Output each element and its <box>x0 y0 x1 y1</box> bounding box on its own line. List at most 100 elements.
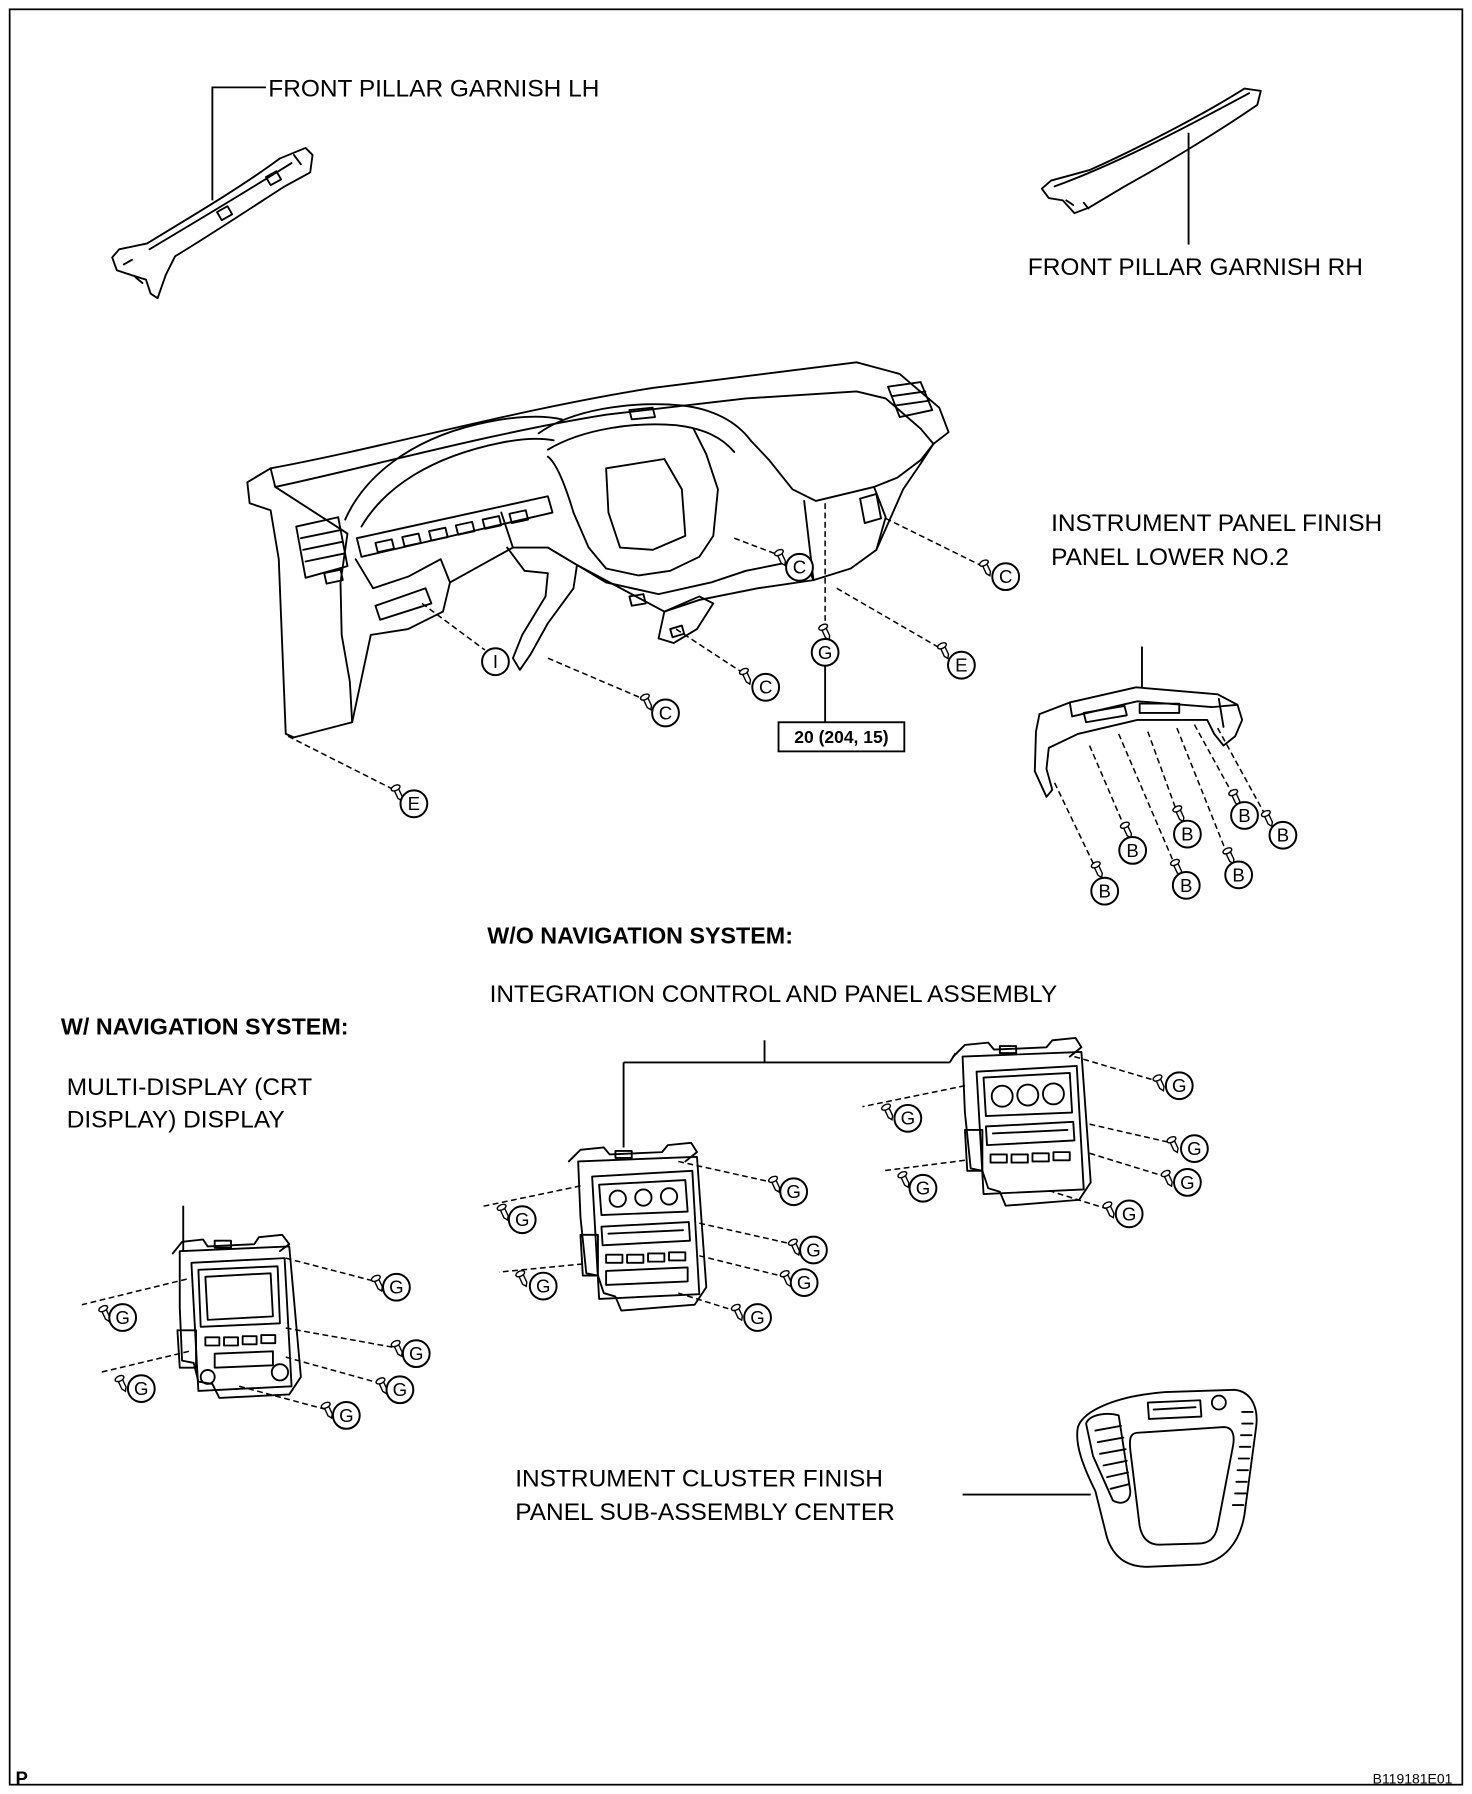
dashed-leader-line <box>862 1084 966 1108</box>
dashed-leader-line <box>480 1185 581 1208</box>
callout-letter: G <box>409 1343 424 1364</box>
integration-panel-a-drawing <box>567 1141 708 1312</box>
callout-circle <box>810 637 840 667</box>
callout-g: G <box>779 1177 809 1207</box>
callout-b: B <box>1090 876 1120 906</box>
callout-circle <box>1224 860 1254 890</box>
callout-circle <box>947 650 976 680</box>
callout-circle <box>481 647 510 677</box>
callout-g: G <box>1180 1134 1209 1164</box>
bolt <box>496 1203 509 1222</box>
label-integration-control: INTEGRATION CONTROL AND PANEL ASSEMBLY <box>490 981 1058 1008</box>
callout-letter: G <box>786 1181 800 1202</box>
callout-circle <box>126 1374 156 1403</box>
callout-circle <box>1173 819 1202 849</box>
callout-g: G <box>507 1205 537 1235</box>
bolt <box>897 1170 910 1189</box>
callout-circle <box>108 1303 138 1332</box>
bolt <box>515 1269 528 1288</box>
dashed-leader-line <box>675 628 744 674</box>
callout-g: G <box>385 1375 415 1405</box>
callout-b: B <box>1171 870 1201 900</box>
callout-circle <box>991 562 1021 592</box>
dashed-leader-line <box>1053 782 1097 869</box>
dashed-leader-line <box>81 1278 187 1306</box>
callout-letter: C <box>793 557 806 578</box>
callout-letter: I <box>493 651 498 672</box>
callout-letter: G <box>1187 1138 1202 1159</box>
label-front-pillar-garnish-rh: FRONT PILLAR GARNISH RH <box>1028 254 1363 281</box>
callout-letter: E <box>408 793 420 814</box>
callout-letter: B <box>1126 840 1138 861</box>
callout-letter: G <box>818 642 832 663</box>
bolt <box>730 1303 744 1322</box>
callout-letter: G <box>797 1272 811 1293</box>
callout-circle <box>779 1177 809 1207</box>
page-mark: P <box>15 1768 27 1789</box>
bolt <box>767 1175 781 1194</box>
callout-g: G <box>382 1272 411 1302</box>
bolt <box>370 1274 384 1293</box>
dashed-leader-line <box>547 657 644 700</box>
dashed-leader-line <box>678 1292 735 1312</box>
callout-g: G <box>108 1303 138 1332</box>
callout-circle <box>1090 876 1120 906</box>
callout-g: G <box>743 1303 772 1332</box>
callout-g: G <box>1173 1168 1202 1197</box>
callout-circle <box>893 1103 923 1133</box>
label-ip-finish-lower-line1: INSTRUMENT PANEL FINISH <box>1051 510 1382 537</box>
callout-circle <box>382 1272 411 1302</box>
callout-circle <box>1164 1071 1194 1101</box>
dashed-leader-line <box>1074 1055 1158 1082</box>
bolt <box>787 1238 801 1257</box>
dashed-leader-line <box>421 602 486 651</box>
dashed-leader-line <box>1176 727 1228 855</box>
multi-display-drawing <box>171 1233 302 1399</box>
callout-circle <box>331 1401 361 1430</box>
dashed-leader-line <box>498 1263 583 1273</box>
callout-circle <box>1180 1134 1209 1164</box>
callout-b: B <box>1224 860 1254 890</box>
callout-letter: C <box>759 677 772 698</box>
label-cluster-finish-line1: INSTRUMENT CLUSTER FINISH <box>515 1465 883 1492</box>
callout-g: G <box>799 1235 828 1265</box>
callout-circle <box>785 552 814 582</box>
callout-b: B <box>1173 819 1202 849</box>
bolt <box>320 1401 333 1420</box>
bolt <box>390 1339 403 1358</box>
bolt <box>1228 788 1241 807</box>
dashed-leader-line <box>678 1160 773 1184</box>
callout-letter: G <box>115 1307 130 1328</box>
label-multi-display-line2: DISPLAY) DISPLAY <box>67 1107 285 1134</box>
bolt <box>375 1377 388 1395</box>
callout-c: C <box>785 552 814 582</box>
bolt <box>1260 809 1274 828</box>
callout-circle <box>1114 1199 1144 1229</box>
dashed-leader-line <box>285 1257 376 1283</box>
bolt <box>114 1374 127 1393</box>
callout-g: G <box>331 1401 361 1430</box>
bolt <box>880 1103 894 1121</box>
callout-circle <box>743 1303 772 1332</box>
label-multi-display-line1: MULTI-DISPLAY (CRT <box>67 1074 313 1101</box>
dashed-leader-line <box>287 735 395 791</box>
callout-circle <box>401 1339 431 1369</box>
callout-letter: G <box>536 1275 551 1296</box>
dashed-leader-line <box>285 1327 397 1349</box>
bolt <box>1166 1135 1179 1154</box>
callout-letter: C <box>999 566 1012 587</box>
label-cluster-finish-line2: PANEL SUB-ASSEMBLY CENTER <box>515 1499 895 1526</box>
dashed-leader-line <box>836 587 940 649</box>
callout-letter: B <box>1238 805 1250 826</box>
bolt <box>1222 847 1235 865</box>
callout-letter: G <box>389 1277 404 1298</box>
finish-panel-lower-no2-drawing <box>1033 686 1244 798</box>
callout-circle <box>507 1205 537 1235</box>
callout-letter: G <box>750 1307 764 1328</box>
front-pillar-garnish-lh-drawing <box>111 147 314 300</box>
leader-front-pillar-lh <box>211 86 266 201</box>
callout-c: C <box>651 698 680 728</box>
callout-letter: G <box>916 1178 930 1199</box>
cluster-finish-panel-drawing <box>1076 1388 1258 1568</box>
bolt <box>1102 1201 1115 1219</box>
